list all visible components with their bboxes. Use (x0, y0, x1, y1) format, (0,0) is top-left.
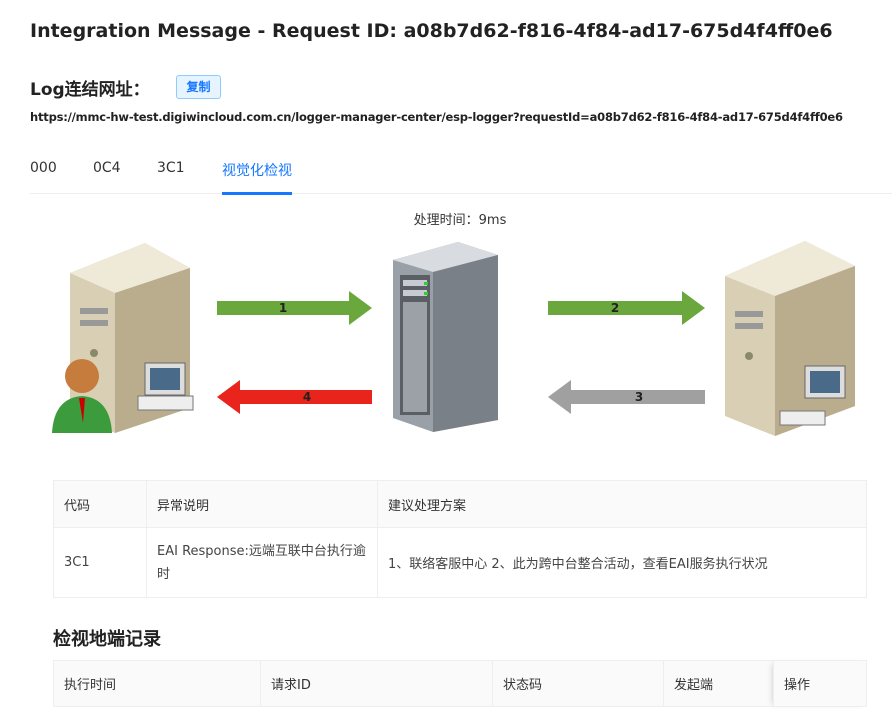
arrow-2-label: 2 (610, 301, 620, 315)
arrow-1 (217, 291, 372, 325)
cell-code: 3C1 (53, 527, 147, 598)
arrow-4-label: 4 (302, 390, 312, 404)
tab-0c4[interactable]: 0C4 (93, 160, 121, 176)
col-suggestion: 建议处理方案 (377, 480, 867, 528)
col-code: 代码 (53, 480, 147, 528)
page-title: Integration Message - Request ID: a08b7d… (30, 20, 833, 42)
arrow-4 (217, 380, 372, 414)
cell-description: EAI Response:远端互联中台执行逾时 (146, 527, 378, 598)
copy-button[interactable]: 复制 (176, 75, 221, 99)
col-description: 异常说明 (146, 480, 378, 528)
arrow-2 (548, 291, 705, 325)
col-request-id: 请求ID (260, 660, 493, 707)
tab-bar: 000 0C4 3C1 视觉化检视 (30, 155, 892, 195)
log-url-label: Log连结网址： (30, 80, 150, 100)
log-url[interactable]: https://mmc-hw-test.digiwincloud.com.cn/… (30, 110, 843, 124)
table-row: 3C1 EAI Response:远端互联中台执行逾时 1、联络客服中心 2、此… (53, 527, 867, 598)
arrow-3-label: 3 (634, 390, 644, 404)
server-icon (393, 242, 498, 432)
records-table: 执行时间 请求ID 状态码 发起端 操作 (53, 660, 867, 707)
tab-visual[interactable]: 视觉化检视 (222, 160, 292, 195)
error-table: 代码 异常说明 建议处理方案 3C1 EAI Response:远端互联中台执行… (53, 480, 867, 598)
col-initiator: 发起端 (663, 660, 774, 707)
cell-suggestion: 1、联络客服中心 2、此为跨中台整合活动，查看EAI服务执行状况 (377, 527, 867, 598)
col-status-code: 状态码 (492, 660, 664, 707)
tab-000[interactable]: 000 (30, 160, 57, 176)
arrow-1-label: 1 (278, 301, 288, 315)
tab-3c1[interactable]: 3C1 (157, 160, 185, 176)
client-computer-icon (52, 243, 194, 433)
col-exec-time: 执行时间 (53, 660, 261, 707)
process-time: 处理时间：9ms (413, 213, 507, 228)
records-title: 检视地端记录 (53, 629, 161, 650)
arrow-3 (548, 380, 705, 414)
col-actions: 操作 (773, 660, 867, 707)
remote-server-icon (725, 241, 855, 436)
